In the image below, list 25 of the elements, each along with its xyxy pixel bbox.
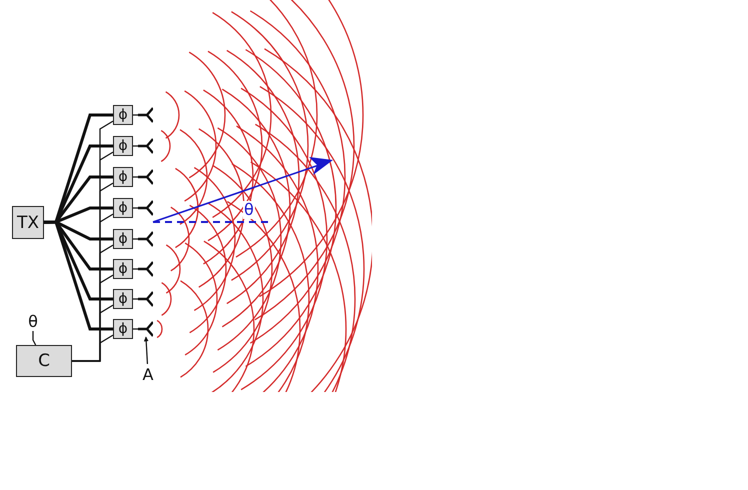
phase-shifter-box: ϕ <box>113 289 133 309</box>
antenna-symbol <box>138 200 153 216</box>
phase-shifter-box: ϕ <box>113 229 133 249</box>
antenna-symbol <box>138 231 153 247</box>
angle-label: θ <box>243 201 255 219</box>
connector-line <box>72 334 114 362</box>
controller-box: C <box>16 345 72 377</box>
antenna-label: A <box>141 364 155 384</box>
transmitter-box: TX <box>12 206 44 239</box>
connector-line <box>44 220 113 330</box>
phase-shifter-box: ϕ <box>113 167 133 187</box>
arrow <box>144 336 149 364</box>
antenna-symbol <box>138 261 153 277</box>
connector-line <box>32 331 36 346</box>
phase-shifter-box: ϕ <box>113 259 133 279</box>
phase-shifter-box: ϕ <box>113 319 133 339</box>
phase-shifter-box: ϕ <box>113 198 133 218</box>
antenna-symbol <box>138 138 153 154</box>
antenna-symbol <box>138 291 153 307</box>
antenna-symbol <box>138 107 153 123</box>
angle-label: θ <box>26 311 40 331</box>
antenna-symbol <box>138 321 153 337</box>
phase-shifter-box: ϕ <box>113 105 133 125</box>
phase-shifter-box: ϕ <box>113 136 133 156</box>
antenna-symbol <box>138 169 153 185</box>
